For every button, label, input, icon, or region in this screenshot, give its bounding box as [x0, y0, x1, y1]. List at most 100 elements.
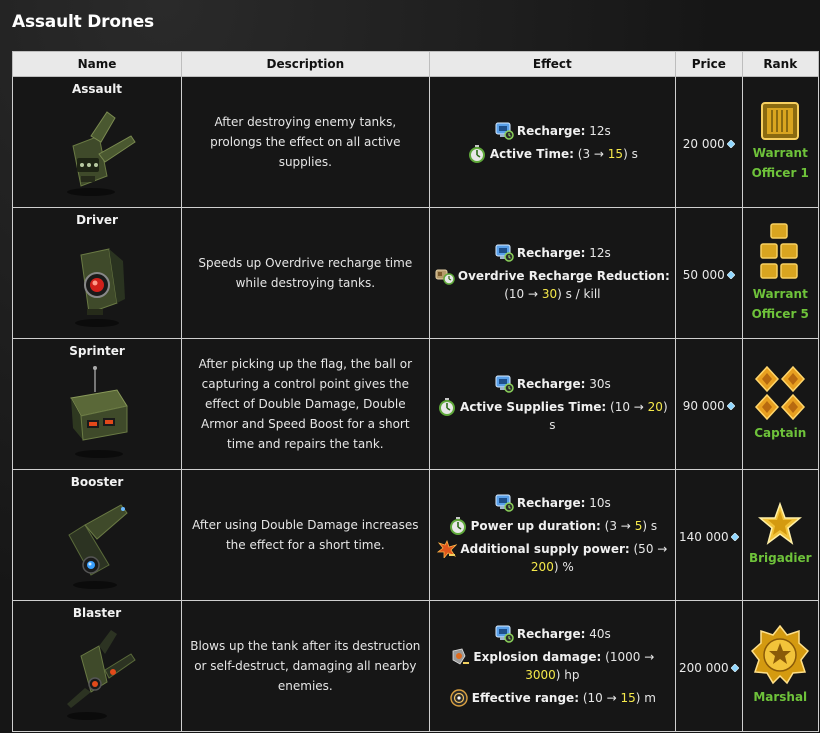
- recharge-icon: [494, 494, 514, 512]
- price-cell: 200 000: [675, 600, 743, 732]
- marshal-icon: [743, 625, 819, 685]
- price-cell: 140 000: [675, 469, 743, 601]
- effect-label: Recharge:: [516, 245, 586, 260]
- sprinter-drone-icon: [13, 364, 181, 460]
- blaster-drone-icon: [13, 626, 181, 722]
- crystal-icon: [726, 270, 735, 279]
- price-amount: 200 000: [678, 660, 729, 675]
- effect-label: Overdrive Recharge Reduction:: [457, 268, 670, 283]
- rank-cell: Brigadier: [741, 469, 819, 601]
- table-header-row: Name Description Effect Price Rank: [11, 51, 819, 77]
- description-cell: After destroying enemy tanks, prolongs t…: [181, 76, 430, 208]
- effect-line: Recharge: 10s: [434, 494, 672, 512]
- effect-value: (3 →: [600, 519, 635, 533]
- effect-highlight-value: 5: [634, 519, 643, 533]
- rank-name: Brigadier: [748, 551, 812, 565]
- drone-description: After destroying enemy tanks, prolongs t…: [210, 115, 401, 169]
- effect-label: Recharge:: [516, 376, 586, 391]
- effect-value-suffix: ) %: [553, 560, 574, 574]
- price-cell: 50 000: [675, 207, 743, 339]
- effect-label: Additional supply power:: [460, 542, 630, 556]
- effect-value: 40s: [585, 627, 611, 641]
- crystal-icon: [730, 663, 739, 672]
- price-value: 200 000: [679, 661, 739, 675]
- captain-icon: [743, 365, 819, 421]
- recharge-icon: [494, 375, 514, 393]
- drone-description: Speeds up Overdrive recharge time while …: [198, 256, 413, 290]
- effect-line: Overdrive Recharge Reduction: (10 → 30) …: [434, 267, 672, 303]
- effect-label: Active Time:: [489, 146, 574, 161]
- effect-line: Active Time: (3 → 15) s: [434, 144, 672, 163]
- column-header-rank: Rank: [741, 51, 819, 77]
- drone-name: Blaster: [72, 606, 122, 620]
- effect-label: Recharge:: [516, 496, 586, 510]
- rank-name: Marshal: [753, 690, 808, 704]
- driver-drone-icon: [13, 233, 181, 329]
- price-amount: 140 000: [678, 529, 729, 544]
- drone-description: After picking up the flag, the ball or c…: [198, 357, 413, 451]
- effect-highlight-value: 15: [620, 691, 636, 705]
- drone-description: Blows up the tank after its destruction …: [190, 639, 421, 693]
- effect-value: 30s: [585, 376, 611, 391]
- effect-line: Recharge: 12s: [434, 244, 672, 262]
- effect-line: Power up duration: (3 → 5) s: [434, 517, 672, 535]
- effect-label: Power up duration:: [470, 519, 601, 533]
- range-icon: [449, 689, 469, 707]
- drones-table: Name Description Effect Price Rank Assau…: [11, 51, 819, 732]
- effect-highlight-value: 30: [541, 286, 558, 301]
- table-row: Booster After using Double Damage increas…: [11, 469, 819, 601]
- crystal-icon: [730, 532, 739, 541]
- crystal-icon: [726, 139, 735, 148]
- effect-line: Effective range: (10 → 15) m: [434, 689, 672, 707]
- effect-value-suffix: ) hp: [555, 668, 580, 682]
- assault-drone-icon: [13, 102, 181, 198]
- warrant-officer-5-icon: [743, 222, 819, 282]
- effect-value: (1000 →: [601, 650, 655, 664]
- rank-name: Warrant Officer 5: [751, 287, 809, 321]
- brigadier-icon: [743, 502, 819, 546]
- stopwatch-icon: [437, 397, 457, 416]
- drone-name: Booster: [70, 475, 124, 489]
- price-value: 50 000: [683, 268, 735, 282]
- overdrive-icon: [435, 267, 455, 285]
- effect-line: Recharge: 30s: [434, 375, 672, 393]
- effect-line: Active Supplies Time: (10 → 20) s: [434, 397, 672, 434]
- effect-label: Explosion damage:: [473, 650, 602, 664]
- price-cell: 20 000: [675, 76, 743, 208]
- recharge-icon: [494, 625, 514, 643]
- drone-name-cell: Booster: [11, 469, 183, 601]
- effect-value: 12s: [585, 245, 611, 260]
- page-title: Assault Drones: [12, 12, 154, 32]
- drone-name-cell: Driver: [11, 207, 183, 339]
- rank-cell: Warrant Officer 1: [741, 76, 819, 208]
- price-value: 140 000: [679, 530, 739, 544]
- rank-cell: Marshal: [741, 600, 819, 732]
- effect-value: (3 →: [573, 146, 608, 161]
- rank-cell: Captain: [741, 338, 819, 470]
- effect-line: Recharge: 40s: [434, 625, 672, 643]
- column-header-price: Price: [675, 51, 743, 77]
- effect-line: Recharge: 12s: [434, 122, 672, 140]
- effect-value-suffix: ) s: [549, 399, 668, 432]
- drone-name-cell: Assault: [11, 76, 183, 208]
- column-header-description: Description: [181, 51, 430, 77]
- stopwatch-icon: [467, 144, 487, 163]
- effect-value: (10 →: [579, 691, 621, 705]
- effect-highlight-value: 200: [530, 560, 554, 574]
- description-cell: Speeds up Overdrive recharge time while …: [181, 207, 430, 339]
- description-cell: After using Double Damage increases the …: [181, 469, 430, 601]
- effect-label: Recharge:: [516, 123, 586, 138]
- recharge-icon: [494, 244, 514, 262]
- column-header-effect: Effect: [428, 51, 677, 77]
- drone-name-cell: Sprinter: [11, 338, 183, 470]
- effect-value: 10s: [585, 496, 611, 510]
- effect-highlight-value: 15: [607, 146, 624, 161]
- effect-label: Recharge:: [516, 627, 586, 641]
- effect-highlight-value: 3000: [525, 668, 556, 682]
- effect-line: Additional supply power: (50 → 200) %: [434, 539, 672, 576]
- warrant-officer-1-icon: [743, 101, 819, 141]
- table-row: Assault After destroying enemy tanks, pro…: [11, 76, 819, 208]
